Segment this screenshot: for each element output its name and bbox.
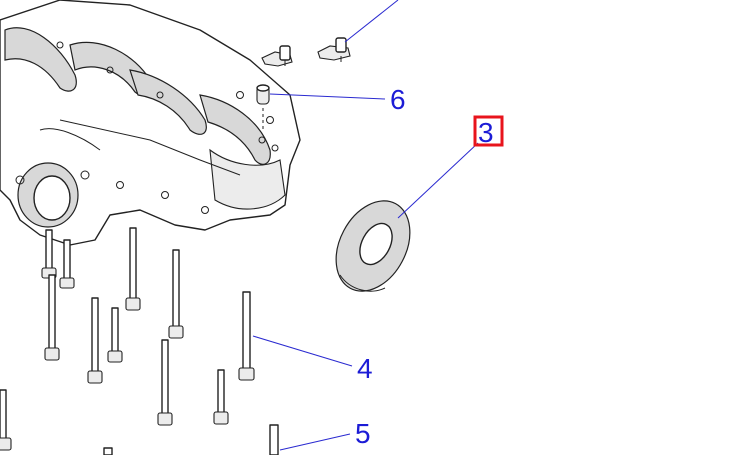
bolt: [87, 297, 103, 384]
crankcase-housing: [0, 0, 301, 246]
leader-line-6: [269, 93, 386, 100]
bolt: [238, 291, 255, 381]
bolt: [44, 274, 60, 361]
bolt: [157, 339, 173, 426]
bolt: [269, 424, 279, 455]
bolt-group: [0, 227, 279, 455]
bolt: [213, 369, 229, 425]
callout-label-4: 4: [357, 353, 373, 384]
bolt: [107, 307, 123, 363]
fitting-left: [261, 45, 293, 67]
thrust-washer: [335, 200, 411, 292]
leader-line-top: [344, 0, 399, 43]
bolt: [125, 227, 141, 311]
callout-label-6: 6: [390, 84, 406, 115]
callout-label-3: 3: [478, 117, 494, 148]
bolt: [168, 249, 184, 339]
leader-line-5: [279, 433, 351, 451]
bolt: [103, 447, 113, 455]
bolt: [0, 389, 12, 451]
dowel-pin: [256, 84, 270, 130]
callout-label-5: 5: [355, 418, 371, 449]
leader-line-3: [397, 142, 479, 219]
fitting-right: [317, 37, 351, 62]
bolt: [59, 239, 75, 289]
leader-line-4: [252, 335, 353, 367]
callout-highlight-box-3: [473, 115, 504, 147]
